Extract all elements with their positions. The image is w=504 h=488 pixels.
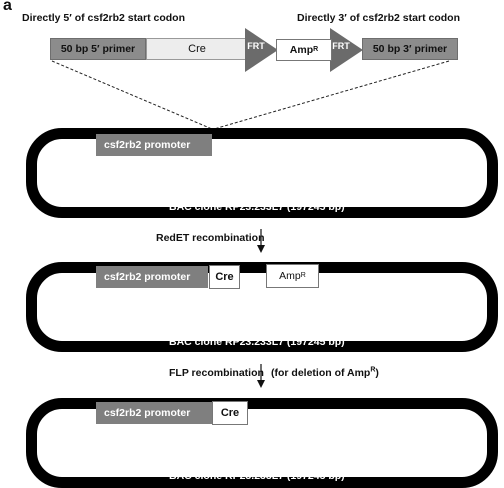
amp-label-bac2: Amp (279, 270, 301, 282)
primer-5prime-box: 50 bp 5′ primer (50, 38, 146, 60)
cre-box-3: Cre (212, 401, 248, 425)
frt-label-bac2-2: FRT (321, 274, 337, 283)
step-flp-note: (for deletion of AmpR) (271, 366, 379, 380)
dashed-line-right (213, 60, 450, 130)
step-flp-note-sup: R (370, 366, 376, 374)
promoter-box-2: csf2rb2 promoter (96, 266, 208, 288)
step-redet-label: RedET recombination (156, 232, 265, 244)
bac-plasmid-3 (26, 398, 498, 488)
frt-label-bac2-1: FRT (241, 274, 257, 283)
step-flp-label: FLP recombination (169, 367, 264, 379)
frt-arrow-top-2 (330, 28, 363, 72)
frt-label-top-2: FRT (332, 41, 350, 51)
arrowhead-step2 (257, 380, 265, 388)
bac-label-2: BAC clone RP23.233L7 (197245 bp) (169, 336, 345, 348)
frt-label-top-1: FRT (247, 41, 265, 51)
dashed-line-left (51, 60, 213, 130)
step-flp-note-suffix: ) (375, 367, 379, 379)
cre-box-2: Cre (209, 265, 240, 289)
bac-plasmid-1 (26, 128, 498, 218)
cre-box: Cre (146, 38, 248, 60)
arrowhead-step1 (257, 245, 265, 253)
step-flp-note-prefix: (for deletion of Amp (271, 367, 371, 379)
header-3prime: Directly 3′ of csf2rb2 start codon (297, 12, 460, 24)
amp-label: Amp (289, 44, 314, 56)
panel-label: a (3, 0, 12, 14)
bac-label-3: BAC clone RP23.233L7 (197245 bp) (169, 470, 345, 482)
frt-arrow-top-1 (245, 28, 278, 72)
promoter-box-3: csf2rb2 promoter (96, 402, 212, 424)
header-5prime: Directly 5′ of csf2rb2 start codon (22, 12, 185, 24)
primer-3prime-box: 50 bp 3′ primer (362, 38, 458, 60)
bac-label-1: BAC clone RP23.233L7 (197245 bp) (169, 201, 345, 213)
promoter-box-1: csf2rb2 promoter (96, 134, 212, 156)
